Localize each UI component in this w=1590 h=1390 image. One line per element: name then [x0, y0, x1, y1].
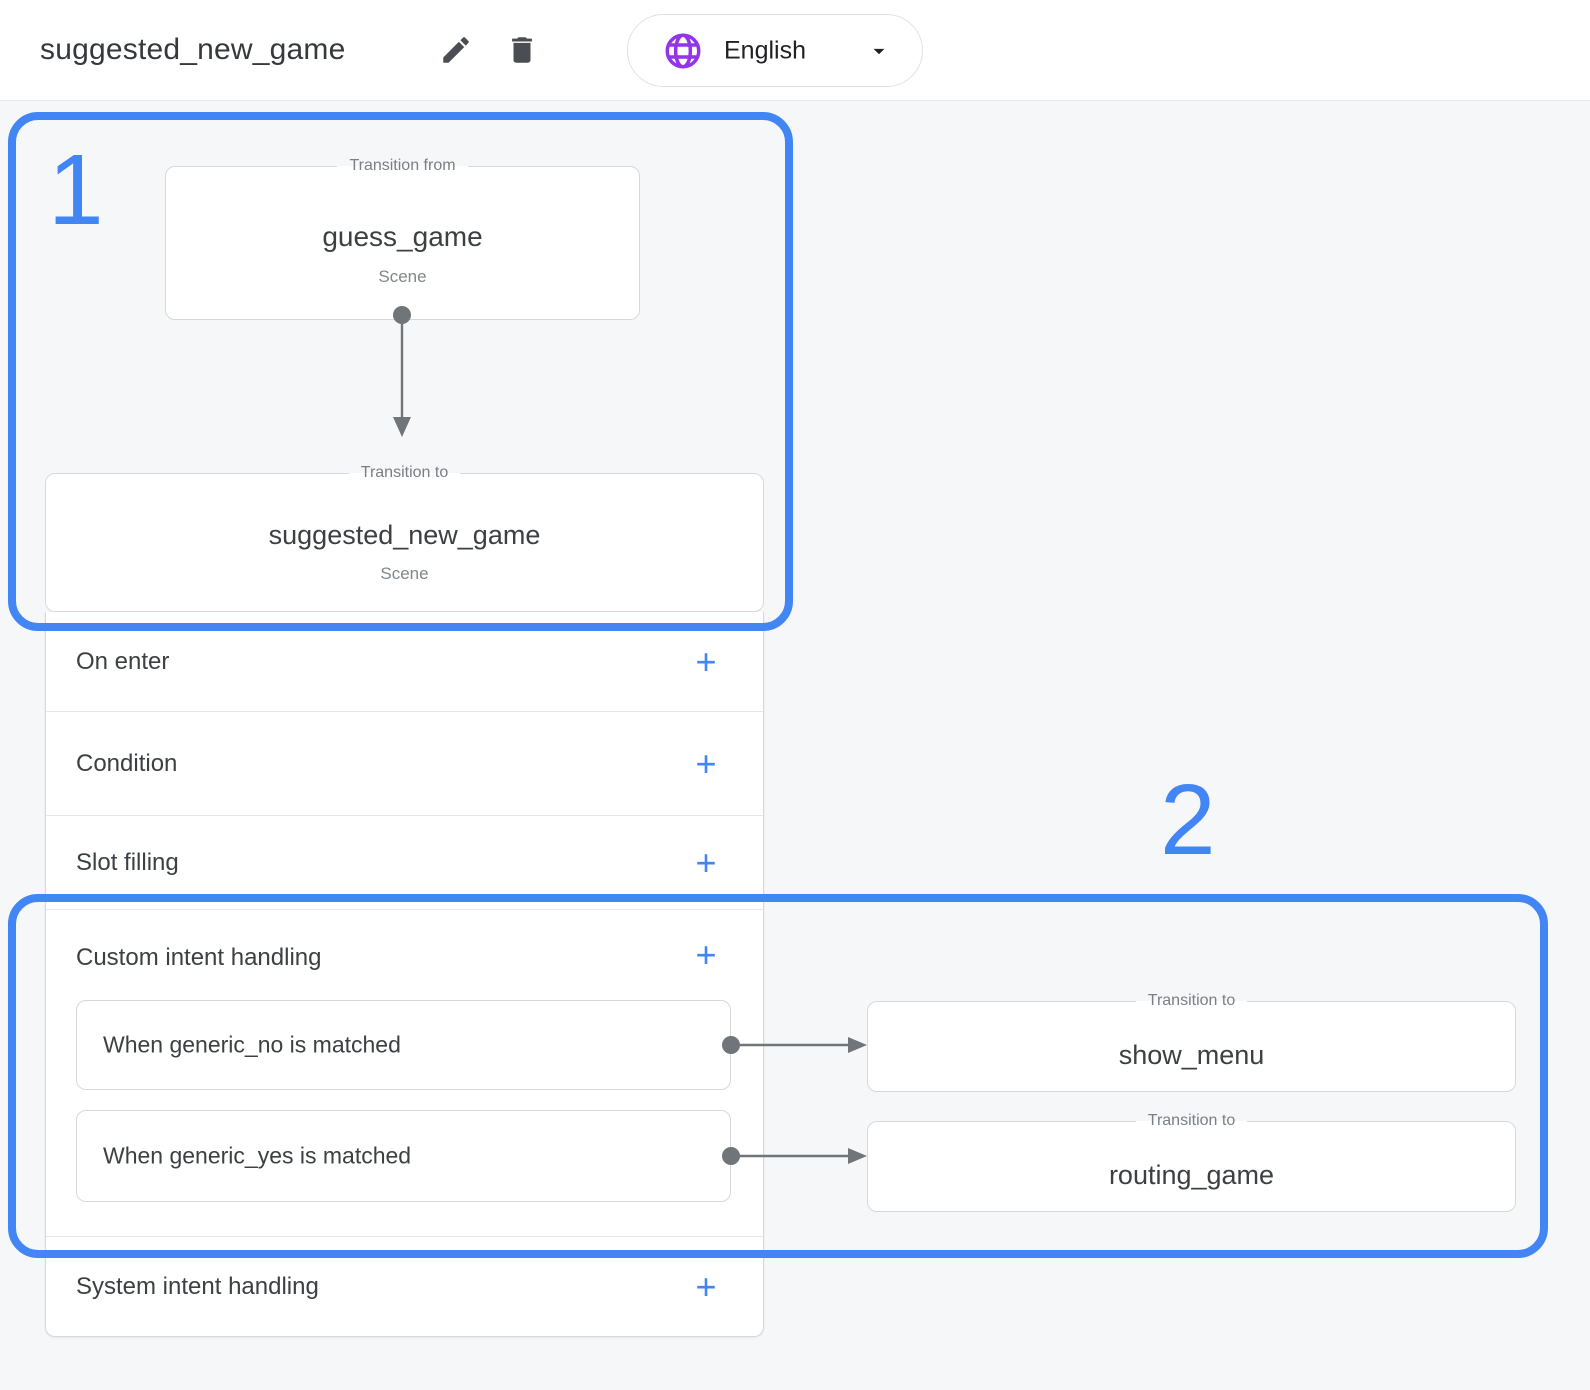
intent-label: When generic_yes is matched [103, 1142, 412, 1169]
page-title: suggested_new_game [40, 33, 346, 66]
annotation-number-1: 1 [48, 134, 104, 246]
section-label: System intent handling [76, 1272, 319, 1300]
section-on-enter: On enter + [46, 612, 763, 712]
plus-icon: + [695, 841, 717, 883]
intent-label: When generic_no is matched [103, 1031, 401, 1058]
add-system-intent-button[interactable]: + [689, 1268, 723, 1304]
transition-to-routing-game-box[interactable]: Transition to routing_game [867, 1112, 1516, 1212]
transition-to-scene-box: Transition to suggested_new_game Scene [45, 464, 764, 612]
transition-to-legend: Transition to [1147, 1112, 1236, 1129]
intent-card-generic-yes[interactable]: When generic_yes is matched [76, 1110, 731, 1202]
annotation-number-2: 2 [1160, 764, 1216, 876]
section-label: On enter [76, 647, 170, 675]
scene-name: suggested_new_game [268, 520, 541, 550]
add-slot-filling-button[interactable]: + [689, 844, 723, 880]
section-system-intent-handling: System intent handling + [46, 1237, 763, 1336]
plus-icon: + [695, 640, 717, 682]
section-label: Condition [76, 749, 178, 777]
delete-scene-button[interactable] [502, 30, 542, 70]
arrowhead-icon [393, 417, 411, 437]
language-selector[interactable]: English [627, 14, 923, 87]
caret-down-icon [866, 38, 892, 64]
add-on-enter-button[interactable]: + [689, 643, 723, 679]
transition-to-legend: Transition to [1147, 992, 1236, 1009]
section-custom-intent-handling: Custom intent handling + When generic_no… [46, 910, 763, 1237]
plus-icon: + [695, 742, 717, 784]
section-label: Slot filling [76, 848, 179, 876]
arrowhead-icon [848, 1037, 867, 1053]
target-scene-name: show_menu [1118, 1040, 1265, 1070]
transition-to-legend: Transition to [360, 464, 449, 481]
transition-from-box[interactable]: Transition from guess_game Scene [165, 157, 640, 320]
header: suggested_new_game English [0, 0, 1590, 101]
transition-from-subtitle: Scene [378, 267, 427, 286]
section-condition: Condition + [46, 712, 763, 816]
arrowhead-icon [848, 1148, 867, 1164]
section-label: Custom intent handling [76, 944, 322, 971]
add-custom-intent-button[interactable]: + [689, 937, 723, 973]
pencil-icon [436, 33, 476, 67]
transition-from-title: guess_game [322, 221, 483, 252]
target-scene-name: routing_game [1108, 1160, 1275, 1190]
transition-arrow-vertical [393, 306, 411, 437]
globe-icon [662, 30, 704, 72]
scene-card: On enter + Condition + Slot filling + Cu… [45, 612, 764, 1337]
edit-scene-button[interactable] [436, 30, 476, 70]
plus-icon: + [695, 1265, 717, 1307]
trash-icon [502, 33, 542, 67]
plus-icon: + [695, 934, 717, 975]
add-condition-button[interactable]: + [689, 745, 723, 781]
scene-type: Scene [380, 564, 429, 583]
transition-from-legend: Transition from [349, 157, 456, 174]
transition-to-show-menu-box[interactable]: Transition to show_menu [867, 992, 1516, 1092]
intent-card-generic-no[interactable]: When generic_no is matched [76, 1000, 731, 1090]
language-label: English [724, 36, 806, 64]
section-slot-filling: Slot filling + [46, 816, 763, 910]
